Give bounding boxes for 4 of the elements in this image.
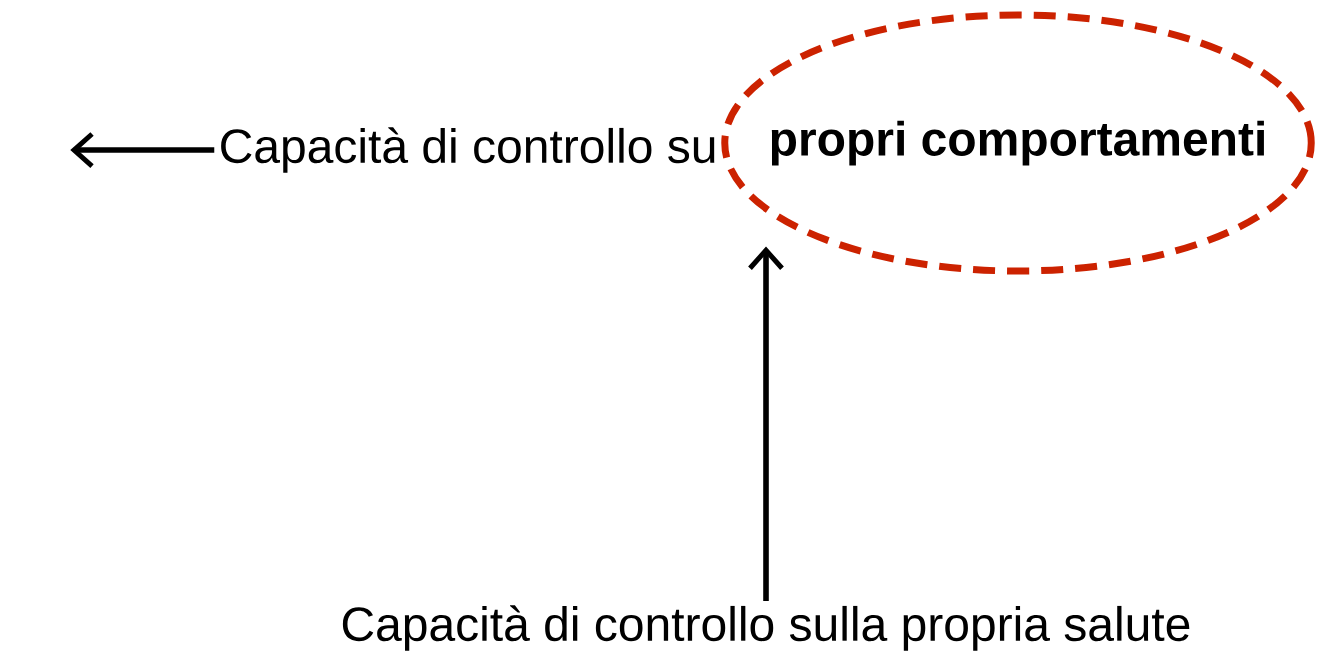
arrow xyxy=(748,246,784,601)
label-text: Capacità di controllo sulla propria salute xyxy=(342,605,1190,651)
arrow xyxy=(70,132,215,168)
label-text: Capacità di controllo su xyxy=(221,127,715,173)
